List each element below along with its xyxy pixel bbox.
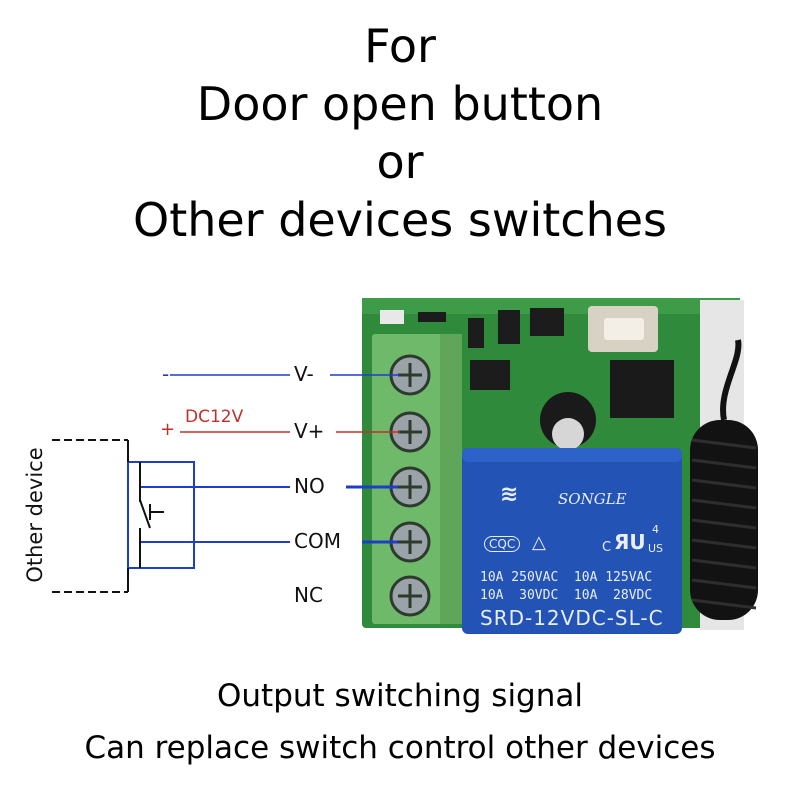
- other-device-label: Other device: [23, 447, 47, 583]
- footer-line-1: Output switching signal: [217, 678, 583, 714]
- relay-body: [462, 448, 682, 634]
- learn-button-cap: [604, 318, 644, 340]
- relay-rating-1: 10A 250VAC 10A 125VAC: [480, 570, 653, 585]
- terminal-label-vminus: V-: [294, 362, 314, 386]
- terminal-label-vplus: V+: [294, 419, 325, 443]
- smd-component: [468, 318, 484, 348]
- songle-logo-icon: ≋: [500, 482, 519, 507]
- terminal-screws: [389, 354, 431, 617]
- relay-model: SRD-12VDC-SL-C: [480, 606, 664, 630]
- switch-box: [127, 461, 195, 569]
- terminal-label-no: NO: [294, 474, 325, 498]
- heading-line-3: or: [376, 135, 424, 189]
- relay-top: [462, 448, 682, 462]
- antenna-windings: [691, 438, 757, 610]
- heading-line-1: For: [364, 19, 436, 73]
- relay-cert-num: 4: [652, 523, 659, 536]
- ic-chip-a: [530, 308, 564, 336]
- resistor-r3: [418, 312, 446, 322]
- relay-cert-c: C: [602, 540, 612, 555]
- footer-line-2: Can replace switch control other devices: [84, 730, 716, 766]
- relay-cert-right: US: [648, 542, 664, 555]
- switch-contact: [139, 499, 151, 529]
- capacitor-top: [552, 418, 584, 450]
- transistor: [498, 310, 520, 344]
- relay-cert-left: CQC: [484, 536, 521, 552]
- heading-line-2: Door open button: [196, 77, 604, 131]
- plus-sign: +: [160, 419, 176, 440]
- terminal-label-nc: NC: [294, 583, 323, 607]
- minus-sign: -: [162, 362, 170, 386]
- relay-rating-2: 10A 30VDC 10A 28VDC: [480, 588, 653, 603]
- supply-label: DC12V: [185, 407, 244, 427]
- diode: [470, 360, 510, 390]
- smd-led: [380, 310, 404, 324]
- heading-line-4: Other devices switches: [132, 193, 668, 247]
- ic-chip-b: [610, 360, 674, 418]
- terminal-block-side: [440, 334, 462, 624]
- terminal-label-com: COM: [294, 529, 341, 553]
- warning-triangle-icon: △: [532, 532, 546, 553]
- ul-mark-icon: ЯU: [614, 530, 646, 554]
- relay-brand: SONGLE: [558, 490, 627, 508]
- antenna-coil: [690, 420, 758, 620]
- antenna-wire: [720, 339, 742, 421]
